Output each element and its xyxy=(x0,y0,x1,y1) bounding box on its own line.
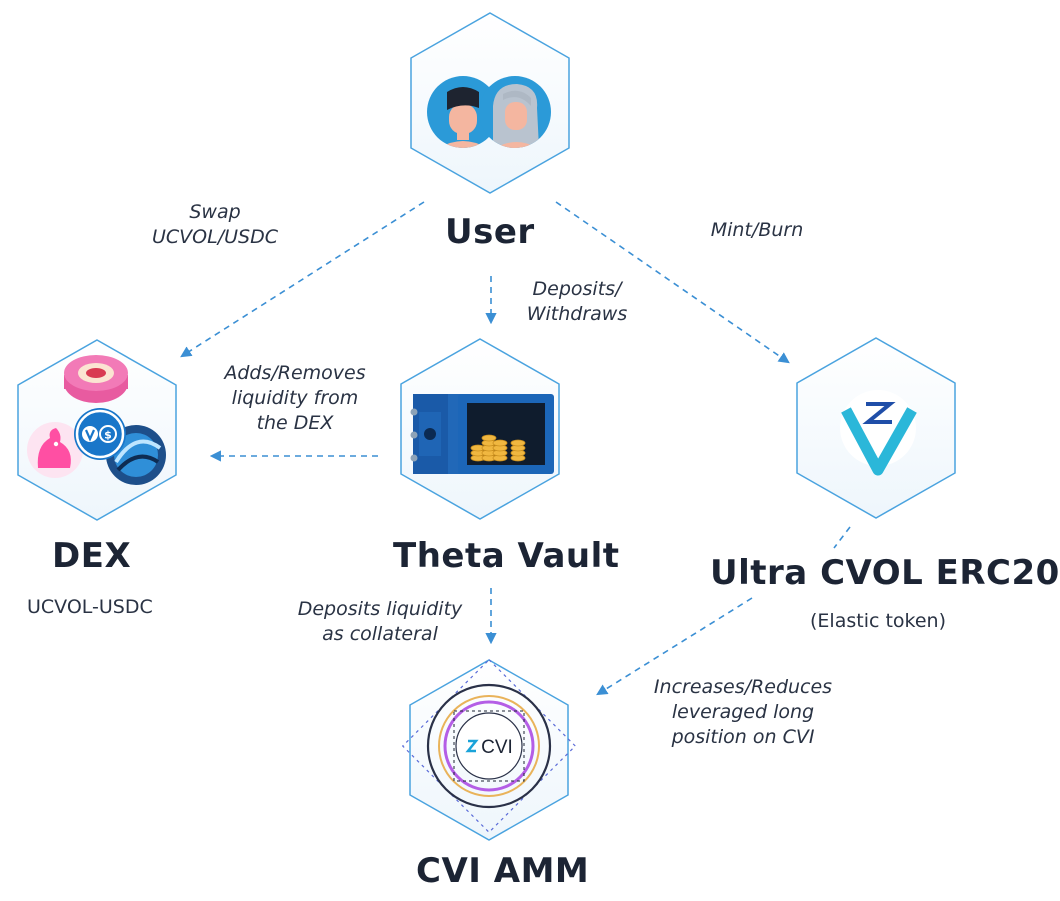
dex-title: DEX xyxy=(52,536,132,576)
users-icon xyxy=(427,76,551,148)
leverage-label-line1: Increases/Reduces xyxy=(653,676,833,698)
deposits-label-line1: Deposits/ xyxy=(532,278,622,300)
arrow-user-to-dex xyxy=(180,201,425,358)
swap-label-line2: UCVOL/USDC xyxy=(152,226,278,248)
arrow-ucvol-to-amm xyxy=(596,597,753,696)
liquidity-label-line1: Adds/Removes xyxy=(224,362,366,384)
mint-burn-label-line1: Mint/Burn xyxy=(710,219,804,241)
adds-removes-liquidity-label: Adds/Removes liquidity from the DEX xyxy=(210,361,380,436)
dex-tokens-icon: $ xyxy=(27,355,166,485)
dex-subtitle: UCVOL-USDC xyxy=(27,596,153,618)
ultra-cvol-logo-icon xyxy=(840,390,917,476)
amm-title: CVI AMM xyxy=(416,851,590,891)
uniswap-icon xyxy=(27,422,83,478)
leverage-label-line3: position on CVI xyxy=(671,726,815,748)
deposits-liquidity-collateral-label: Deposits liquidity as collateral xyxy=(285,597,475,647)
safe-icon xyxy=(410,394,554,474)
leverage-label-line2: leveraged long xyxy=(671,701,815,723)
svg-text:$: $ xyxy=(104,429,112,442)
liquidity-label-line2: liquidity from xyxy=(231,387,359,409)
collateral-label-line1: Deposits liquidity xyxy=(297,598,463,620)
increases-reduces-label: Increases/Reduces leveraged long positio… xyxy=(648,675,838,750)
mint-burn-label: Mint/Burn xyxy=(702,218,812,243)
ucvol-title: Ultra CVOL ERC20 xyxy=(710,553,1060,593)
ucvol-token-icon: $ xyxy=(74,408,126,460)
vault-title: Theta Vault xyxy=(393,536,620,576)
arrow-user-to-ucvol xyxy=(555,201,790,364)
ucvol-subtitle: (Elastic token) xyxy=(810,610,946,632)
deposits-label-line2: Withdraws xyxy=(526,303,628,325)
swap-label: Swap UCVOL/USDC xyxy=(140,200,290,250)
connector-ucvol-stub xyxy=(833,526,851,549)
liquidity-label-line3: the DEX xyxy=(256,412,334,434)
cvi-logo-icon: CVI xyxy=(401,658,577,834)
user-title: User xyxy=(445,212,535,252)
collateral-label-line2: as collateral xyxy=(322,623,438,645)
curve-icon xyxy=(106,425,166,485)
deposits-withdraws-label: Deposits/ Withdraws xyxy=(522,277,632,327)
sushi-icon xyxy=(64,355,128,403)
cvi-logo-text: CVI xyxy=(481,737,513,758)
flow-diagram: $ xyxy=(17,12,956,841)
swap-label-line1: Swap xyxy=(189,201,241,223)
